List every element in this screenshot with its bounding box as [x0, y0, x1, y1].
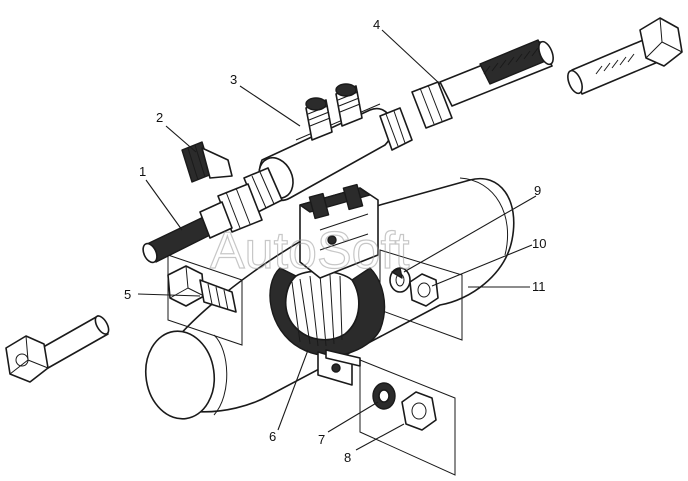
washer-7: [372, 382, 396, 410]
callout-4: 4: [373, 17, 380, 32]
bolt-lower-left: [5, 315, 110, 383]
nut-8: [401, 391, 437, 431]
tee-fitting: [258, 83, 413, 201]
callout-7: 7: [318, 432, 325, 447]
callout-6: 6: [269, 429, 276, 444]
callout-8: 8: [344, 450, 351, 465]
nut-10: [409, 273, 439, 307]
callout-9: 9: [534, 183, 541, 198]
pipe-assembly: [411, 39, 554, 129]
washer-9: [389, 267, 411, 293]
callout-10: 10: [532, 236, 546, 251]
leader-lines: [137, 29, 537, 451]
pipe: [142, 201, 233, 264]
callout-3: 3: [230, 72, 237, 87]
callout-2: 2: [156, 110, 163, 125]
bolt-upper-right: [567, 17, 683, 95]
bracket: [299, 183, 379, 279]
plug-cap: [181, 141, 233, 183]
callout-5: 5: [124, 287, 131, 302]
callout-1: 1: [139, 164, 146, 179]
callout-11: 11: [532, 279, 546, 294]
panel-outline-left: [167, 254, 243, 346]
panel-outline-lower: [359, 359, 456, 476]
watermark-logo: AutoSoft: [210, 222, 410, 280]
clamp-band: [269, 267, 386, 386]
